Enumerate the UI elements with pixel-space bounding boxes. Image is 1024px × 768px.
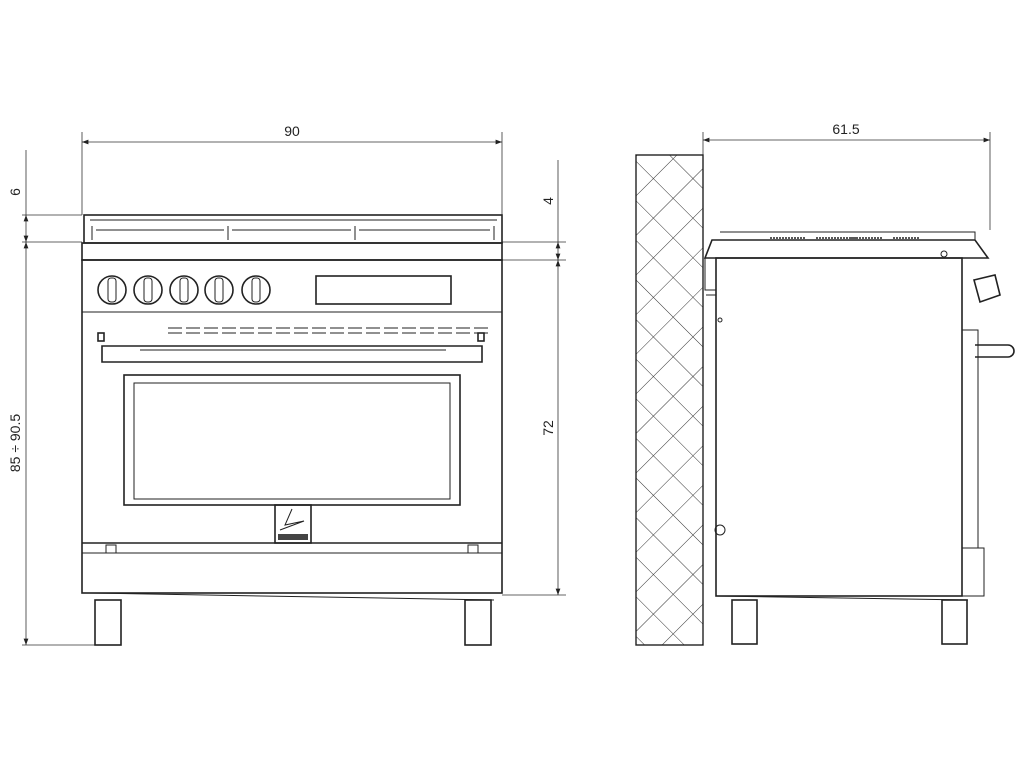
side-door-handle: [975, 344, 1015, 358]
width-dimension-label: 90: [284, 123, 300, 139]
top-height-dimension-label: 6: [7, 188, 23, 196]
knob[interactable]: [169, 275, 199, 305]
wall-section: [635, 154, 704, 646]
knob[interactable]: [97, 275, 127, 305]
front-right-foot: [464, 599, 492, 646]
side-view-cooker: [703, 231, 1015, 645]
side-dimensions: 61.5: [702, 121, 991, 230]
depth-dimension-label: 61.5: [832, 121, 859, 137]
front-view-cooker: [81, 214, 503, 646]
hob-grates: [83, 214, 503, 244]
side-front-foot: [941, 599, 968, 645]
body-height-dimension-label: 72: [540, 420, 556, 436]
knob[interactable]: [204, 275, 234, 305]
control-knobs: [97, 275, 271, 305]
side-knob: [973, 274, 1001, 304]
hob-thickness-dimension-label: 4: [540, 197, 556, 205]
knob[interactable]: [241, 275, 271, 305]
cooker-body: [81, 259, 503, 594]
display-panel: [315, 275, 452, 305]
knob[interactable]: [133, 275, 163, 305]
oven-door-handle[interactable]: [101, 345, 483, 363]
side-body: [715, 257, 963, 597]
oven-window: [123, 374, 461, 506]
side-rear-foot: [731, 599, 758, 645]
front-dimensions: 90 6 85 ÷ 90.5 4 72: [7, 123, 566, 646]
front-left-foot: [94, 599, 122, 646]
total-height-dimension-label: 85 ÷ 90.5: [7, 414, 23, 472]
brand-logo: [274, 504, 312, 544]
